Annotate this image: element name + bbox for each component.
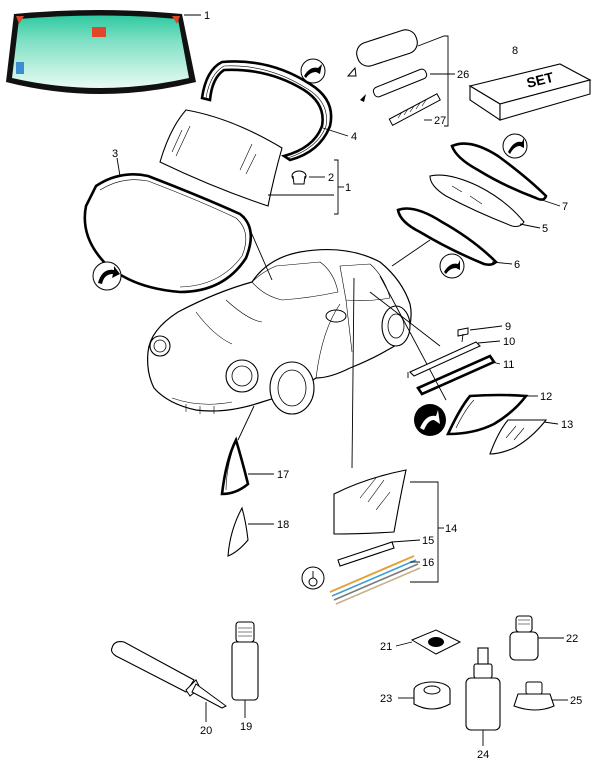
callout-3: 3	[112, 148, 118, 160]
callout-14: 14	[445, 523, 457, 535]
window-channel-seal[interactable]	[416, 354, 496, 396]
vent-window-seal[interactable]	[220, 436, 250, 496]
callout-18: 18	[277, 519, 289, 531]
tape-roll[interactable]	[413, 681, 451, 710]
callout-21: 21	[380, 641, 392, 653]
bonding-icon-7	[502, 133, 528, 159]
rear-side-window-seal[interactable]	[450, 142, 548, 201]
small-cap-bottle[interactable]	[513, 681, 555, 711]
callout-25: 25	[570, 695, 582, 707]
vent-window-glass[interactable]	[227, 506, 249, 557]
cleaning-pad[interactable]	[410, 629, 462, 655]
callout-17: 17	[277, 469, 289, 481]
sticker-blue-icon	[16, 62, 24, 74]
bonding-icon-12	[414, 404, 446, 436]
callout-22: 22	[566, 633, 578, 645]
callout-12: 12	[540, 391, 552, 403]
activator-bottle[interactable]	[509, 615, 539, 661]
callout-20: 20	[200, 725, 212, 737]
sealant-tube[interactable]	[110, 641, 227, 709]
car-body-drawing	[147, 248, 412, 415]
callout-27: 27	[434, 115, 446, 127]
callout-10: 10	[503, 336, 515, 348]
callout-1: 1	[204, 10, 210, 22]
callout-23: 23	[380, 693, 392, 705]
callout-26: 26	[457, 69, 469, 81]
callout-9: 9	[505, 321, 511, 333]
adhesive-set-box[interactable]: SET	[468, 63, 592, 122]
callout-19: 19	[240, 721, 252, 733]
windshield-photo[interactable]	[6, 10, 196, 94]
adhesive-bottle[interactable]	[465, 647, 501, 731]
primer-bottle[interactable]	[231, 621, 259, 701]
callout-6: 6	[514, 259, 520, 271]
applicator-tool[interactable]	[388, 93, 441, 127]
callout-13: 13	[561, 419, 573, 431]
sticker-red-icon	[92, 27, 106, 37]
bonding-icon-6	[439, 253, 465, 279]
window-lift-channel[interactable]	[337, 541, 395, 567]
callout-11: 11	[503, 359, 514, 371]
callout-5: 5	[542, 223, 548, 235]
callout-7: 7	[562, 201, 568, 213]
primer-stick[interactable]	[360, 68, 428, 102]
adhesive-cartridge[interactable]	[346, 27, 420, 77]
door-window-glass[interactable]	[333, 469, 407, 535]
callout-2: 2	[328, 172, 334, 184]
callout-4: 4	[351, 131, 357, 143]
window-felt-strip[interactable]	[329, 555, 421, 605]
rear-side-window-glass[interactable]	[429, 174, 525, 228]
callout-8: 8	[512, 45, 518, 57]
adhesive-bonding-icon	[300, 58, 326, 84]
guide-rail[interactable]	[407, 341, 481, 378]
set-box-label: SET	[525, 69, 556, 91]
callout-1b: 1	[345, 182, 351, 194]
quarter-window-glass[interactable]	[489, 419, 548, 455]
windshield-seal[interactable]	[200, 60, 333, 162]
mirror-base-clip[interactable]	[291, 170, 307, 185]
callout-24: 24	[477, 749, 489, 761]
window-adjust-icon	[301, 566, 325, 590]
windshield-glass[interactable]	[159, 109, 283, 207]
callout-16: 16	[422, 557, 434, 569]
callout-15: 15	[422, 535, 434, 547]
rear-side-window-frame-seal[interactable]	[396, 207, 498, 266]
screw[interactable]	[457, 327, 469, 343]
seal-direction-icon	[92, 261, 122, 291]
